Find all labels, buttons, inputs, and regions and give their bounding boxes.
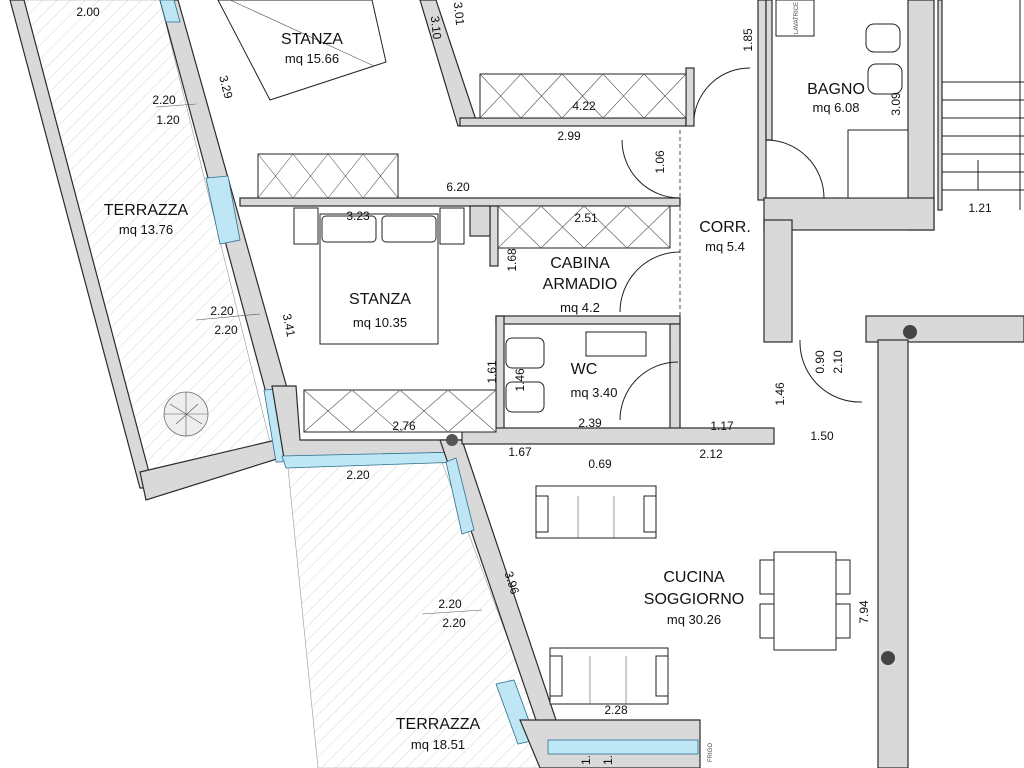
walls — [9, 0, 1024, 768]
dimension-label: 1.50 — [810, 429, 834, 443]
dimension-label: 1.21 — [968, 201, 992, 215]
room-area-stanza-top: mq 15.66 — [285, 51, 339, 66]
dimension-label: 4.22 — [572, 99, 596, 113]
dimension-label: 2.20 — [152, 93, 176, 107]
room-area-wc: mq 3.40 — [571, 385, 618, 400]
dimension-label: 1. — [579, 755, 593, 765]
dimension-label: 1.46 — [513, 368, 527, 392]
dimension-label: 3.01 — [451, 1, 467, 26]
dimension-label: 2.20 — [210, 304, 234, 318]
dimension-label: 1.06 — [653, 150, 667, 174]
dimension-label: 3.09 — [889, 92, 903, 116]
dimension-label: 2.00 — [76, 5, 100, 19]
dimension-label: 3.10 — [428, 15, 444, 40]
dimension-label: 1.46 — [773, 382, 787, 406]
wc-fixtures — [505, 331, 647, 413]
appliance-label-frigo: FRIGO — [708, 743, 714, 762]
dimension-label: 1.17 — [710, 419, 734, 433]
plant-icon — [163, 391, 209, 437]
room-name-wc: WC — [571, 361, 598, 378]
dimension-label: 3.29 — [216, 74, 235, 100]
room-name-stanza-top: STANZA — [281, 31, 343, 48]
dimension-label: 2.10 — [831, 350, 845, 374]
dimension-label: 1. — [601, 755, 615, 765]
room-name-cabina-2: ARMADIO — [543, 276, 618, 293]
dimension-labels: 2.00 3.10 3.01 1.85 3.29 2.20 1.20 4.22 … — [76, 1, 992, 765]
dimension-label: 1.85 — [741, 28, 755, 52]
room-labels: STANZA mq 15.66 BAGNO mq 6.08 TERRAZZA m… — [104, 31, 865, 752]
room-area-terrazza-bottom: mq 18.51 — [411, 737, 465, 752]
dimension-label: 0.90 — [813, 350, 827, 374]
dimension-label: 3.96 — [502, 569, 523, 596]
room-name-bagno: BAGNO — [807, 81, 865, 98]
dimension-label: 2.39 — [578, 416, 602, 430]
dimension-label: 1.68 — [505, 248, 519, 272]
room-name-terrazza-top: TERRAZZA — [104, 202, 189, 219]
dimension-label: 6.20 — [446, 180, 470, 194]
pipe-symbol-icon — [446, 325, 917, 665]
closet-row-cabina — [497, 205, 671, 249]
room-area-bagno: mq 6.08 — [813, 100, 860, 115]
room-name-stanza-middle: STANZA — [349, 291, 411, 308]
room-area-cucina: mq 30.26 — [667, 612, 721, 627]
dimension-label: 2.20 — [346, 468, 370, 482]
dimension-label: 2.20 — [214, 323, 238, 337]
double-bed-top — [217, 0, 387, 101]
room-name-terrazza-bottom: TERRAZZA — [396, 716, 481, 733]
dimension-label: 2.20 — [442, 616, 466, 630]
closet-row-bottom — [303, 389, 497, 433]
dimension-label: 2.99 — [557, 129, 581, 143]
dimension-label: 2.20 — [438, 597, 462, 611]
sofa-lower — [549, 647, 669, 705]
dimension-label: 2.51 — [574, 211, 598, 225]
room-area-stanza-middle: mq 10.35 — [353, 315, 407, 330]
dining-table — [759, 551, 851, 651]
door-swings — [619, 67, 863, 430]
room-name-cabina: CABINA — [550, 255, 610, 272]
dimension-label: 2.12 — [699, 447, 723, 461]
closet-row-middle — [257, 153, 399, 199]
appliance-label-lavatrice: LAVATRICE — [794, 2, 800, 34]
room-area-terrazza-top: mq 13.76 — [119, 222, 173, 237]
dimension-label: 1.67 — [508, 445, 532, 459]
sofa-upper — [535, 485, 657, 539]
stairs — [942, 0, 1024, 210]
room-area-corridoio: mq 5.4 — [705, 239, 745, 254]
room-name-soggiorno: SOGGIORNO — [644, 591, 744, 608]
bagno-fixtures — [775, 0, 909, 199]
double-bed-middle — [293, 207, 465, 345]
dimension-label: 2.76 — [392, 419, 416, 433]
room-area-cabina: mq 4.2 — [560, 300, 600, 315]
closet-row-top — [479, 73, 687, 119]
dimension-label: 2.28 — [604, 703, 628, 717]
room-name-corridoio: CORR. — [699, 219, 751, 236]
dimension-label: 7.94 — [857, 600, 871, 624]
dimension-label: 0.69 — [588, 457, 612, 471]
dimension-label: 1.20 — [156, 113, 180, 127]
room-name-cucina: CUCINA — [663, 569, 725, 586]
dimension-label: 3.23 — [346, 209, 370, 223]
dimension-label: 1.61 — [485, 360, 499, 384]
dimension-label: 3.41 — [280, 312, 299, 338]
